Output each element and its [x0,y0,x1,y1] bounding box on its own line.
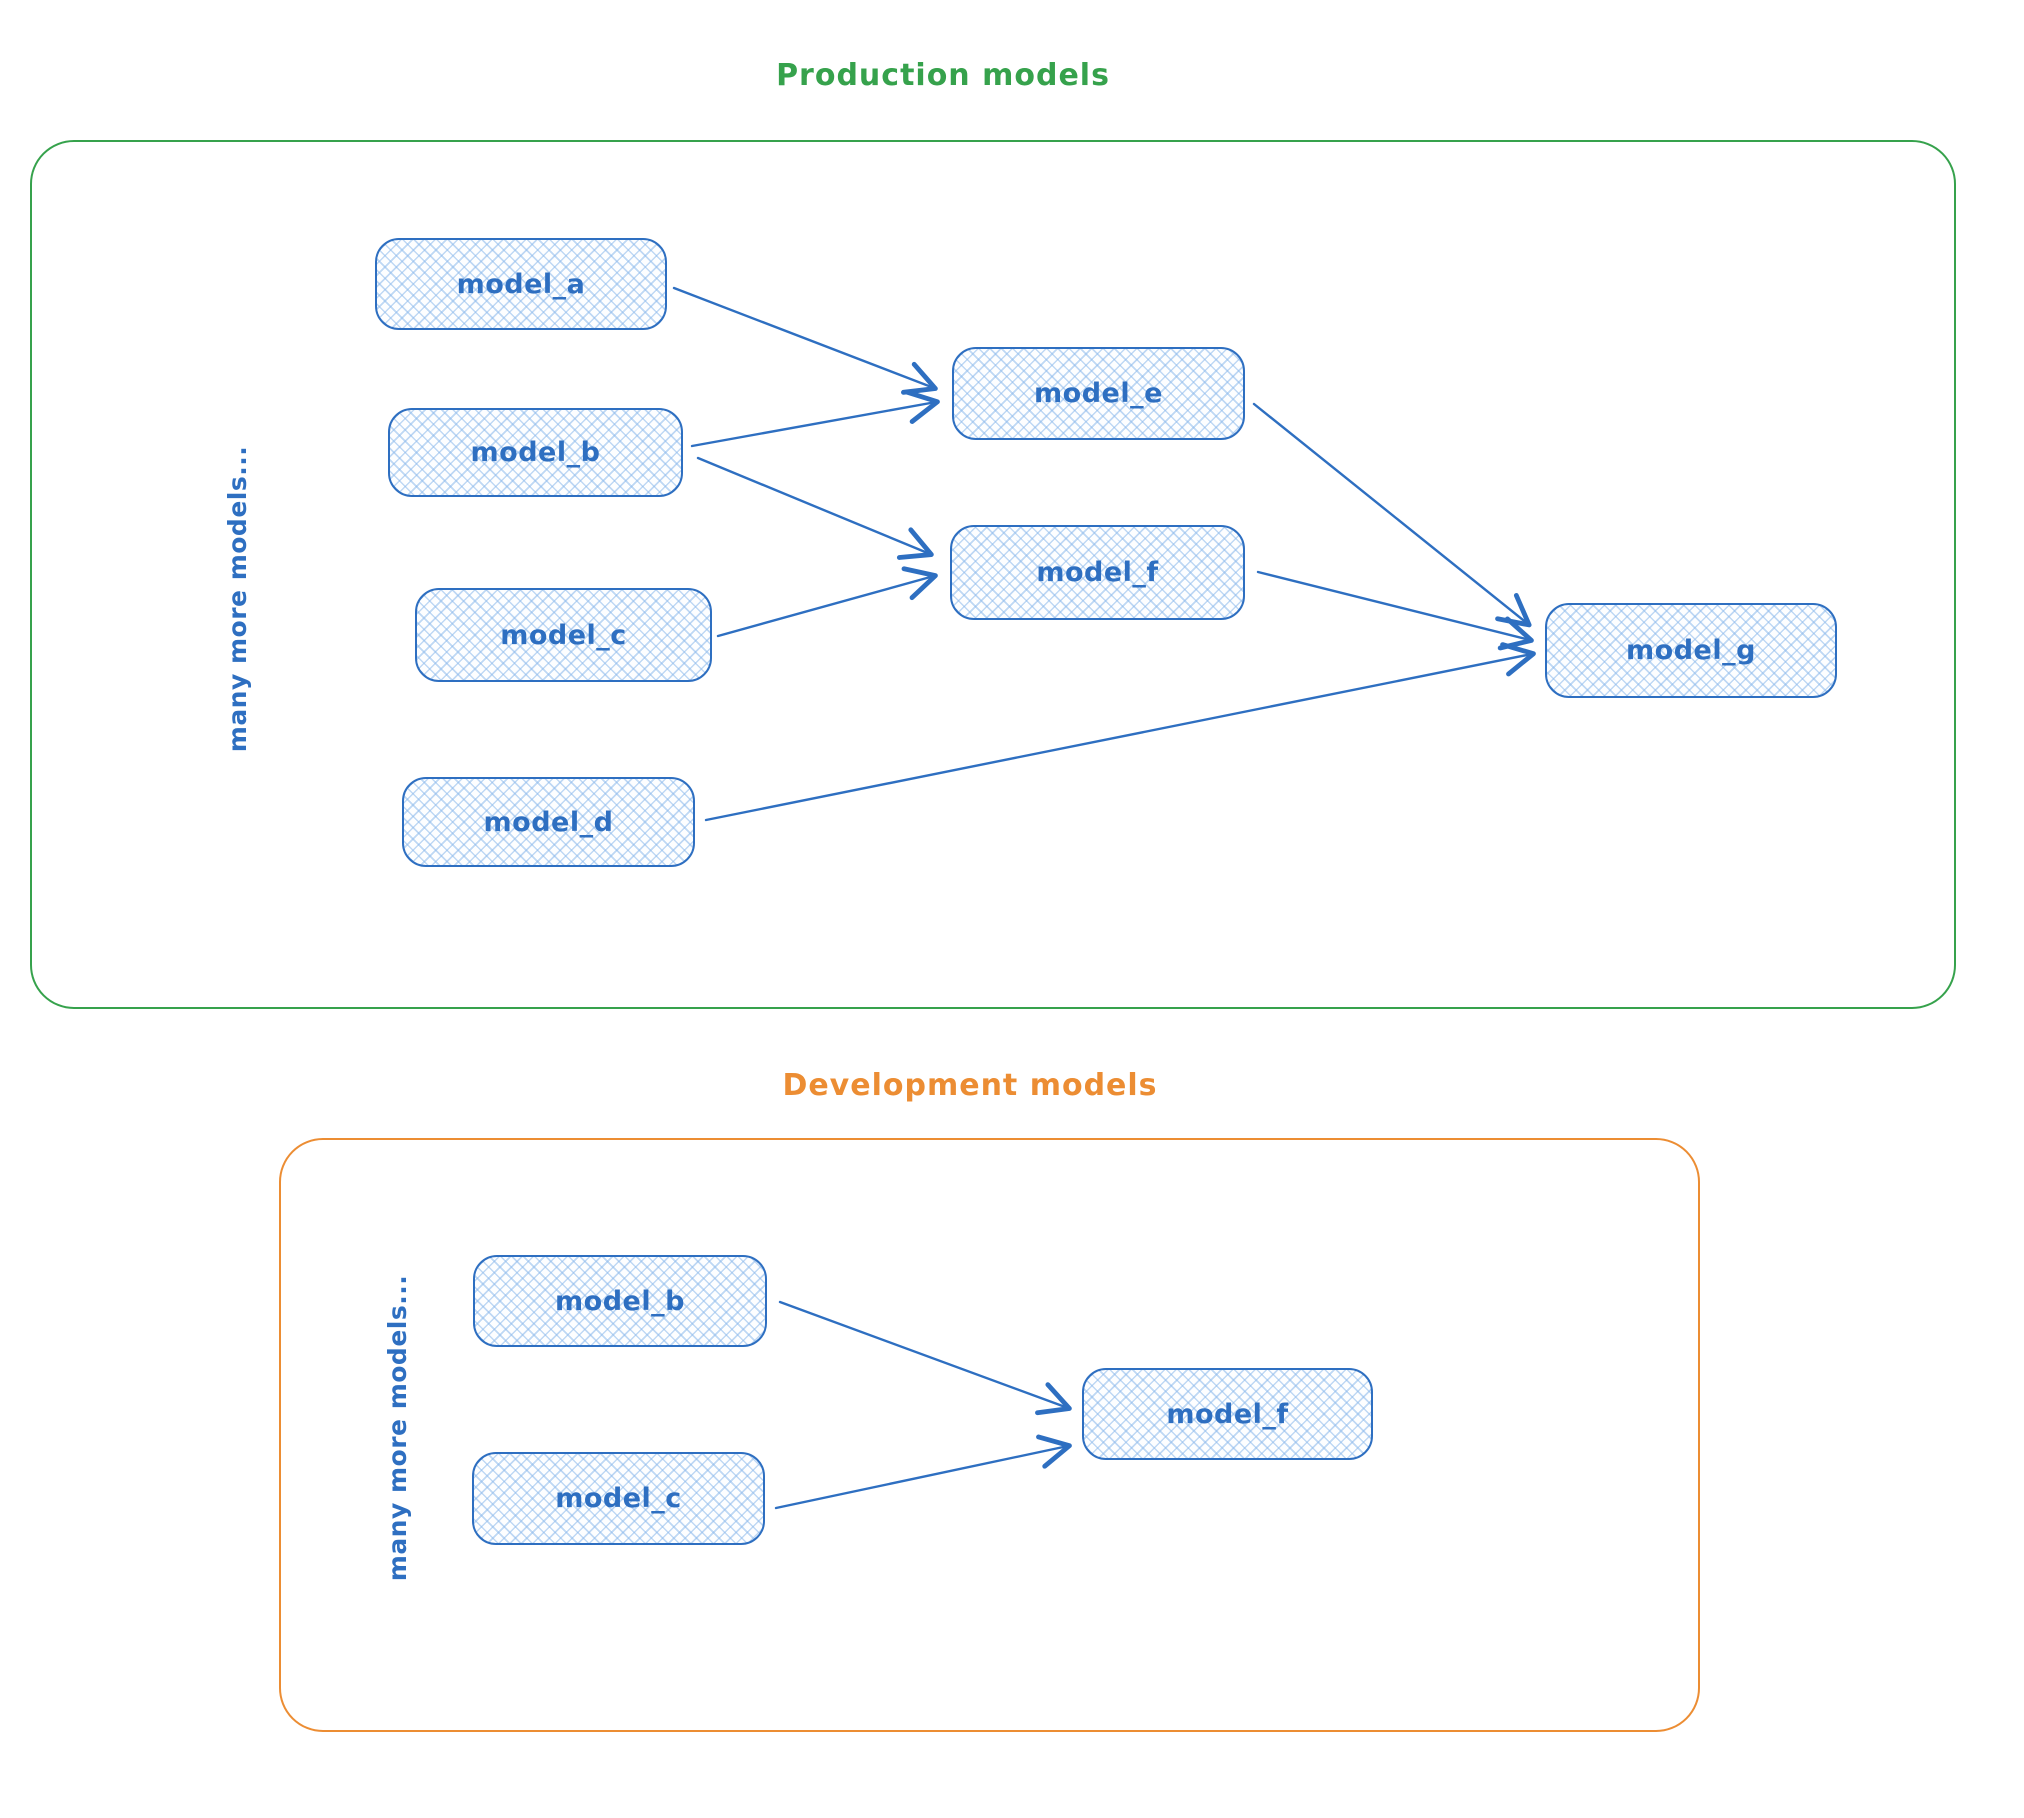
node-development-model_f: model_f [1082,1368,1373,1460]
production-section-title: Production models [776,58,1110,93]
node-production-model_a: model_a [375,238,667,330]
production-side-label: many more models... [223,445,252,753]
edge-model_a-model_e-arrow [672,286,938,395]
node-label: model_b [555,1285,685,1317]
node-label: model_g [1626,635,1756,666]
node-label: model_f [1036,557,1159,588]
node-production-model_f: model_f [950,525,1245,620]
edge-model_e-model_g-arrow [1252,402,1532,628]
development-section-title: Development models [782,1068,1158,1103]
edge-model_b-model_f-arrow [696,456,934,560]
node-label: model_b [470,437,601,468]
node-production-model_b: model_b [388,408,683,497]
node-label: model_c [500,619,627,651]
production-section-frame [30,140,1956,1009]
edge-model_d-model_g-arrow [704,642,1536,822]
development-side-label: many more models... [383,1274,412,1582]
edge-model_c-model_f-arrow [716,566,938,638]
node-label: model_a [456,268,586,300]
edge-dev-model_b-model_f-arrow [778,1300,1072,1416]
development-section-frame [279,1138,1700,1732]
node-label: model_e [1034,378,1163,409]
node-label: model_c [555,1483,682,1514]
node-production-model_e: model_e [952,347,1245,440]
node-label: model_f [1166,1398,1289,1430]
node-development-model_c: model_c [472,1452,765,1545]
edge-model_b-model_e-arrow [690,389,940,448]
node-development-model_b: model_b [473,1255,767,1347]
node-production-model_d: model_d [402,777,695,867]
edge-dev-model_c-model_f-arrow [774,1434,1072,1510]
edge-model_f-model_g-arrow [1256,570,1534,651]
node-label: model_d [483,806,614,838]
node-production-model_c: model_c [415,588,712,682]
node-production-model_g: model_g [1545,603,1837,698]
